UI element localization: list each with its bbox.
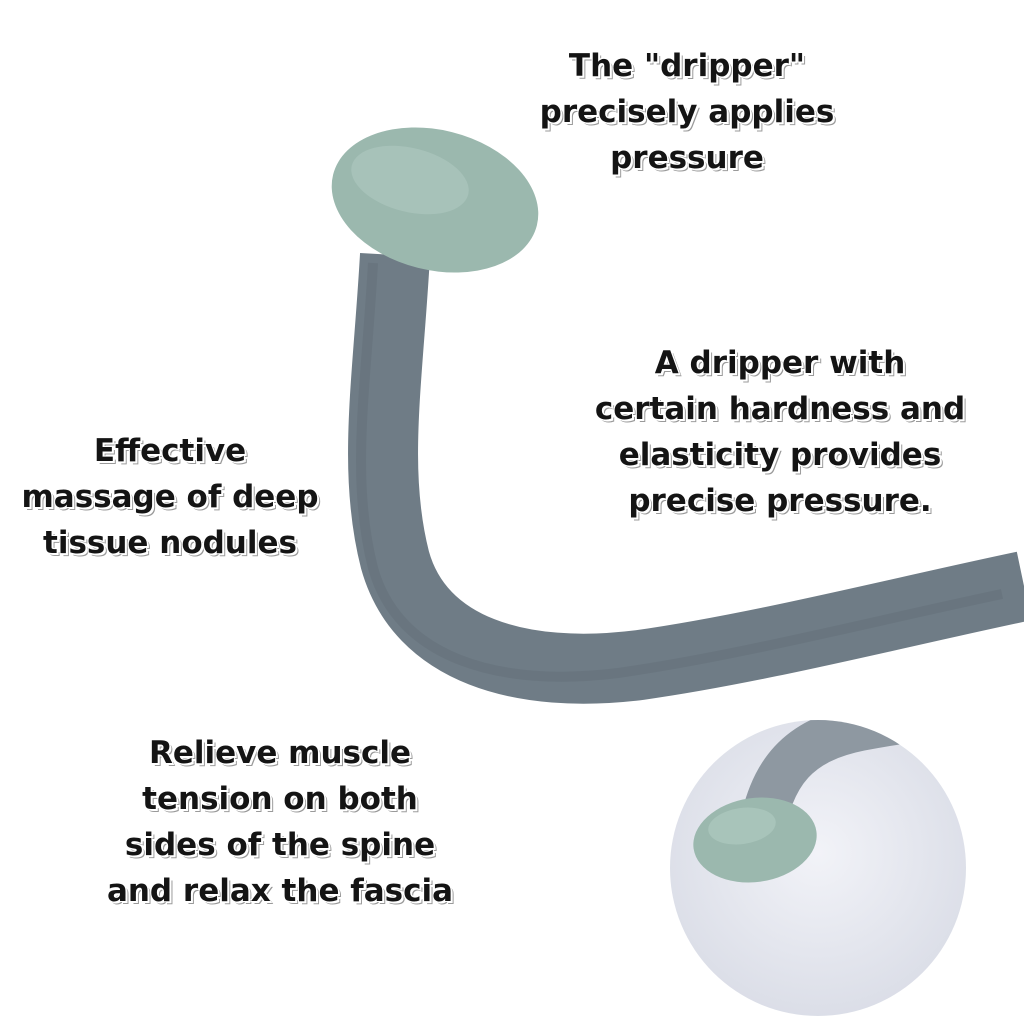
caption-dripper: The "dripper" precisely applies pressure — [539, 48, 835, 176]
detail-inset — [670, 720, 966, 1016]
massager-rod — [348, 253, 1024, 704]
caption-effective-massage: Effective massage of deep tissue nodules — [21, 433, 319, 561]
caption-relieve-tension: Relieve muscle tension on both sides of … — [106, 735, 454, 909]
caption-hardness: A dripper with certain hardness and elas… — [594, 345, 966, 519]
